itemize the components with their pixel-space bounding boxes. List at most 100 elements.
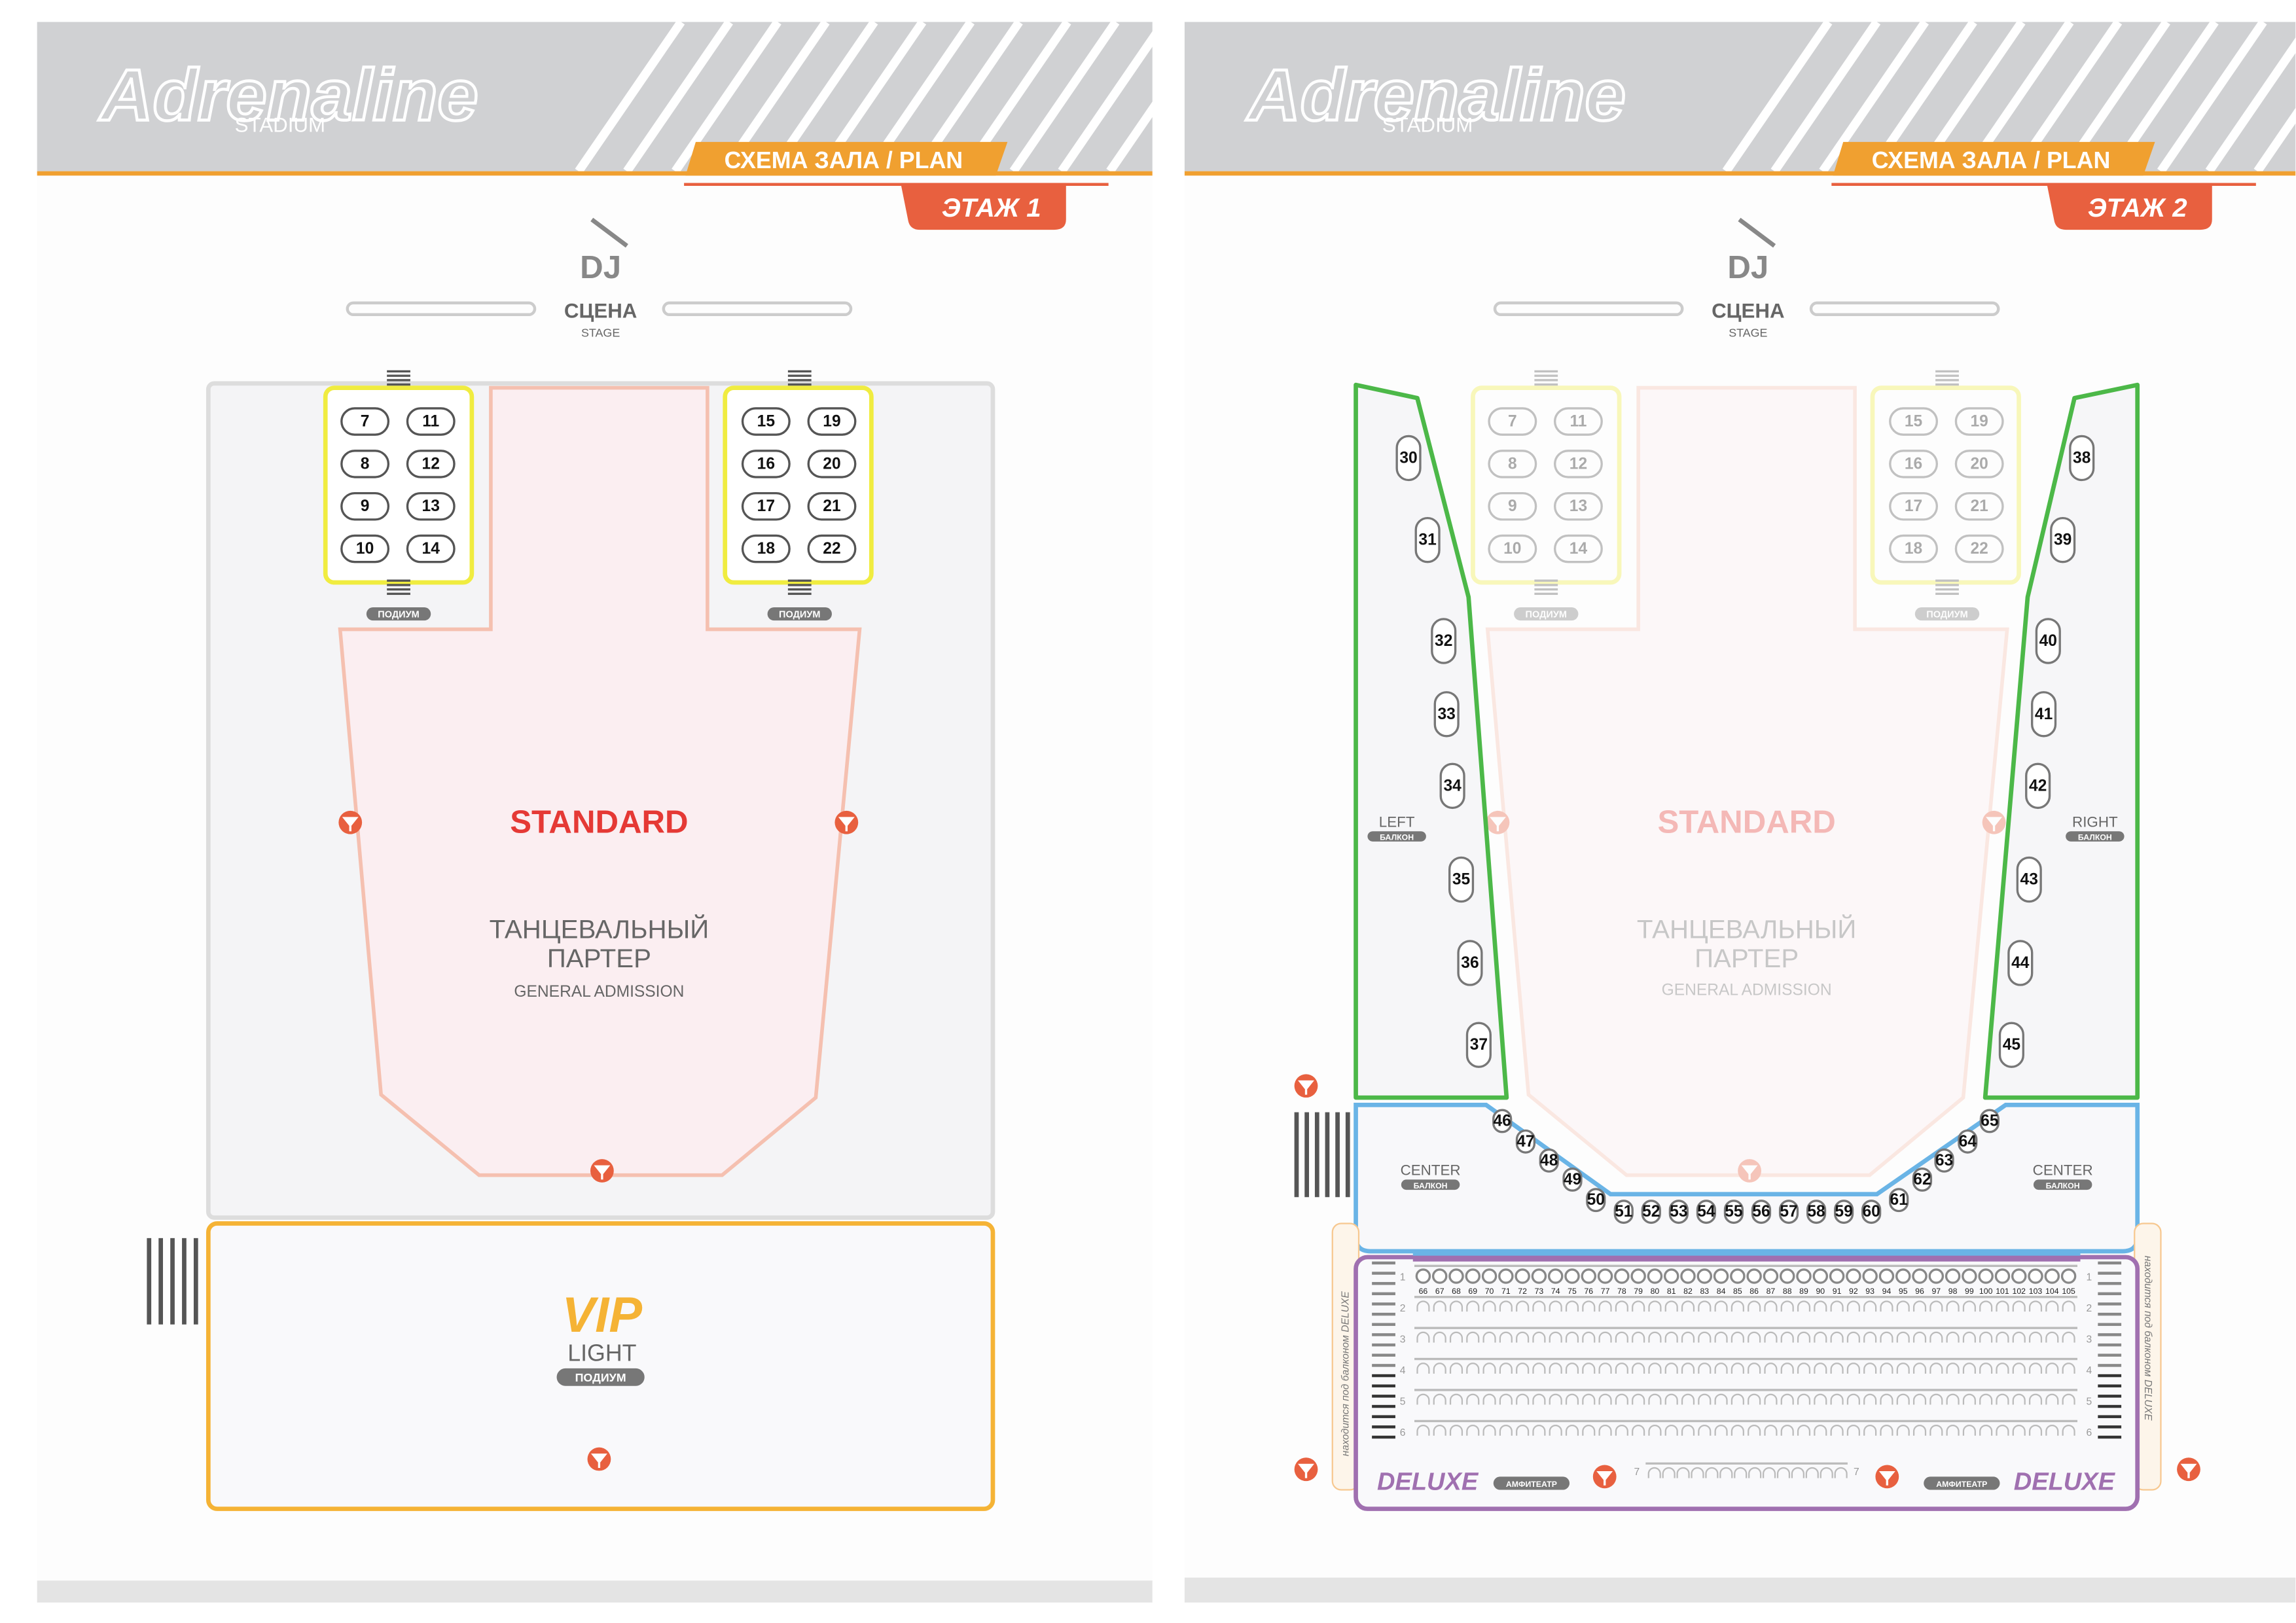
seat[interactable]: [1929, 1331, 1943, 1343]
seat[interactable]: [1465, 1268, 1481, 1284]
seat[interactable]: [1814, 1424, 1827, 1436]
table-seat[interactable]: 12: [1554, 450, 1603, 478]
balcony-box[interactable]: 50: [1586, 1188, 1606, 1213]
balcony-box[interactable]: 62: [1912, 1167, 1933, 1192]
seat[interactable]: [1962, 1424, 1976, 1436]
seat[interactable]: [2060, 1268, 2077, 1284]
seat[interactable]: [1946, 1393, 1960, 1405]
seat[interactable]: [1734, 1467, 1748, 1478]
seat[interactable]: [1549, 1300, 1562, 1312]
seat[interactable]: [1648, 1331, 1662, 1343]
seat[interactable]: [1929, 1300, 1943, 1312]
seat[interactable]: [1714, 1393, 1728, 1405]
seat[interactable]: [1680, 1268, 1696, 1284]
seat[interactable]: [1846, 1424, 1860, 1436]
balcony-box[interactable]: 40: [2035, 618, 2061, 664]
seat[interactable]: [1946, 1424, 1960, 1436]
seat[interactable]: [1698, 1331, 1712, 1343]
seat[interactable]: [1582, 1424, 1596, 1436]
seat[interactable]: [1880, 1363, 1893, 1374]
table-seat[interactable]: 9: [1488, 491, 1537, 521]
table-seat[interactable]: 10: [340, 534, 390, 563]
balcony-box[interactable]: 34: [1439, 762, 1465, 810]
seat[interactable]: [1615, 1424, 1628, 1436]
seat[interactable]: [1663, 1268, 1679, 1284]
seat[interactable]: [1531, 1268, 1547, 1284]
seat[interactable]: [1565, 1331, 1579, 1343]
seat[interactable]: [1912, 1268, 1928, 1284]
seat[interactable]: [1499, 1331, 1513, 1343]
seat[interactable]: [1814, 1300, 1827, 1312]
seat[interactable]: [1748, 1393, 1761, 1405]
seat[interactable]: [1565, 1424, 1579, 1436]
seat[interactable]: [1714, 1363, 1728, 1374]
balcony-box[interactable]: 54: [1696, 1200, 1717, 1224]
seat[interactable]: [1779, 1268, 1795, 1284]
seat[interactable]: [1996, 1300, 2009, 1312]
table-seat[interactable]: 16: [741, 450, 791, 478]
seat[interactable]: [1449, 1424, 1463, 1436]
balcony-box[interactable]: 49: [1562, 1167, 1583, 1192]
seat[interactable]: [1863, 1363, 1877, 1374]
seat[interactable]: [1516, 1424, 1530, 1436]
seat[interactable]: [1719, 1467, 1733, 1478]
seat[interactable]: [1705, 1467, 1719, 1478]
seat[interactable]: [1681, 1424, 1695, 1436]
seat[interactable]: [1996, 1331, 2009, 1343]
seat[interactable]: [2028, 1268, 2043, 1284]
seat[interactable]: [1681, 1300, 1695, 1312]
seat[interactable]: [1797, 1393, 1811, 1405]
seat[interactable]: [1880, 1393, 1893, 1405]
seat[interactable]: [1564, 1268, 1580, 1284]
seat[interactable]: [1780, 1300, 1794, 1312]
seat[interactable]: [1516, 1363, 1530, 1374]
seat[interactable]: [1632, 1300, 1645, 1312]
balcony-box[interactable]: 46: [1492, 1109, 1513, 1133]
table-seat[interactable]: 19: [807, 407, 857, 436]
seat[interactable]: [1862, 1268, 1878, 1284]
balcony-box[interactable]: 44: [2007, 940, 2034, 986]
seat[interactable]: [1780, 1424, 1794, 1436]
seat[interactable]: [1896, 1393, 1910, 1405]
seat[interactable]: [1929, 1363, 1943, 1374]
table-seat[interactable]: 21: [1954, 491, 2004, 521]
seat[interactable]: [1829, 1268, 1845, 1284]
seat[interactable]: [1415, 1268, 1431, 1284]
seat[interactable]: [2045, 1393, 2059, 1405]
seat[interactable]: [1662, 1467, 1676, 1478]
seat[interactable]: [1516, 1331, 1530, 1343]
seat[interactable]: [1776, 1467, 1791, 1478]
balcony-box[interactable]: 33: [1433, 691, 1460, 738]
seat[interactable]: [1664, 1300, 1678, 1312]
seat[interactable]: [1691, 1467, 1704, 1478]
balcony-box[interactable]: 38: [2069, 435, 2095, 482]
seat[interactable]: [1746, 1268, 1762, 1284]
seat[interactable]: [1730, 1268, 1746, 1284]
seat[interactable]: [1834, 1467, 1848, 1478]
seat[interactable]: [1648, 1300, 1662, 1312]
seat[interactable]: [1632, 1331, 1645, 1343]
seat[interactable]: [2062, 1300, 2075, 1312]
seat[interactable]: [1797, 1424, 1811, 1436]
seat[interactable]: [2012, 1363, 2026, 1374]
seat[interactable]: [1615, 1300, 1628, 1312]
balcony-box[interactable]: 61: [1889, 1188, 1909, 1213]
seat[interactable]: [2012, 1424, 2026, 1436]
seat[interactable]: [1664, 1363, 1678, 1374]
table-seat[interactable]: 12: [406, 450, 456, 478]
seat[interactable]: [1812, 1268, 1829, 1284]
balcony-box[interactable]: 51: [1613, 1200, 1634, 1224]
seat[interactable]: [1780, 1363, 1794, 1374]
seat[interactable]: [1731, 1331, 1744, 1343]
seat[interactable]: [1549, 1393, 1562, 1405]
seat[interactable]: [1664, 1393, 1678, 1405]
balcony-box[interactable]: 64: [1958, 1129, 1978, 1154]
seat[interactable]: [1481, 1268, 1498, 1284]
table-seat[interactable]: 22: [1954, 534, 2004, 563]
balcony-box[interactable]: 32: [1431, 618, 1457, 664]
seat[interactable]: [1698, 1363, 1712, 1374]
seat[interactable]: [1632, 1393, 1645, 1405]
seat[interactable]: [1516, 1393, 1530, 1405]
